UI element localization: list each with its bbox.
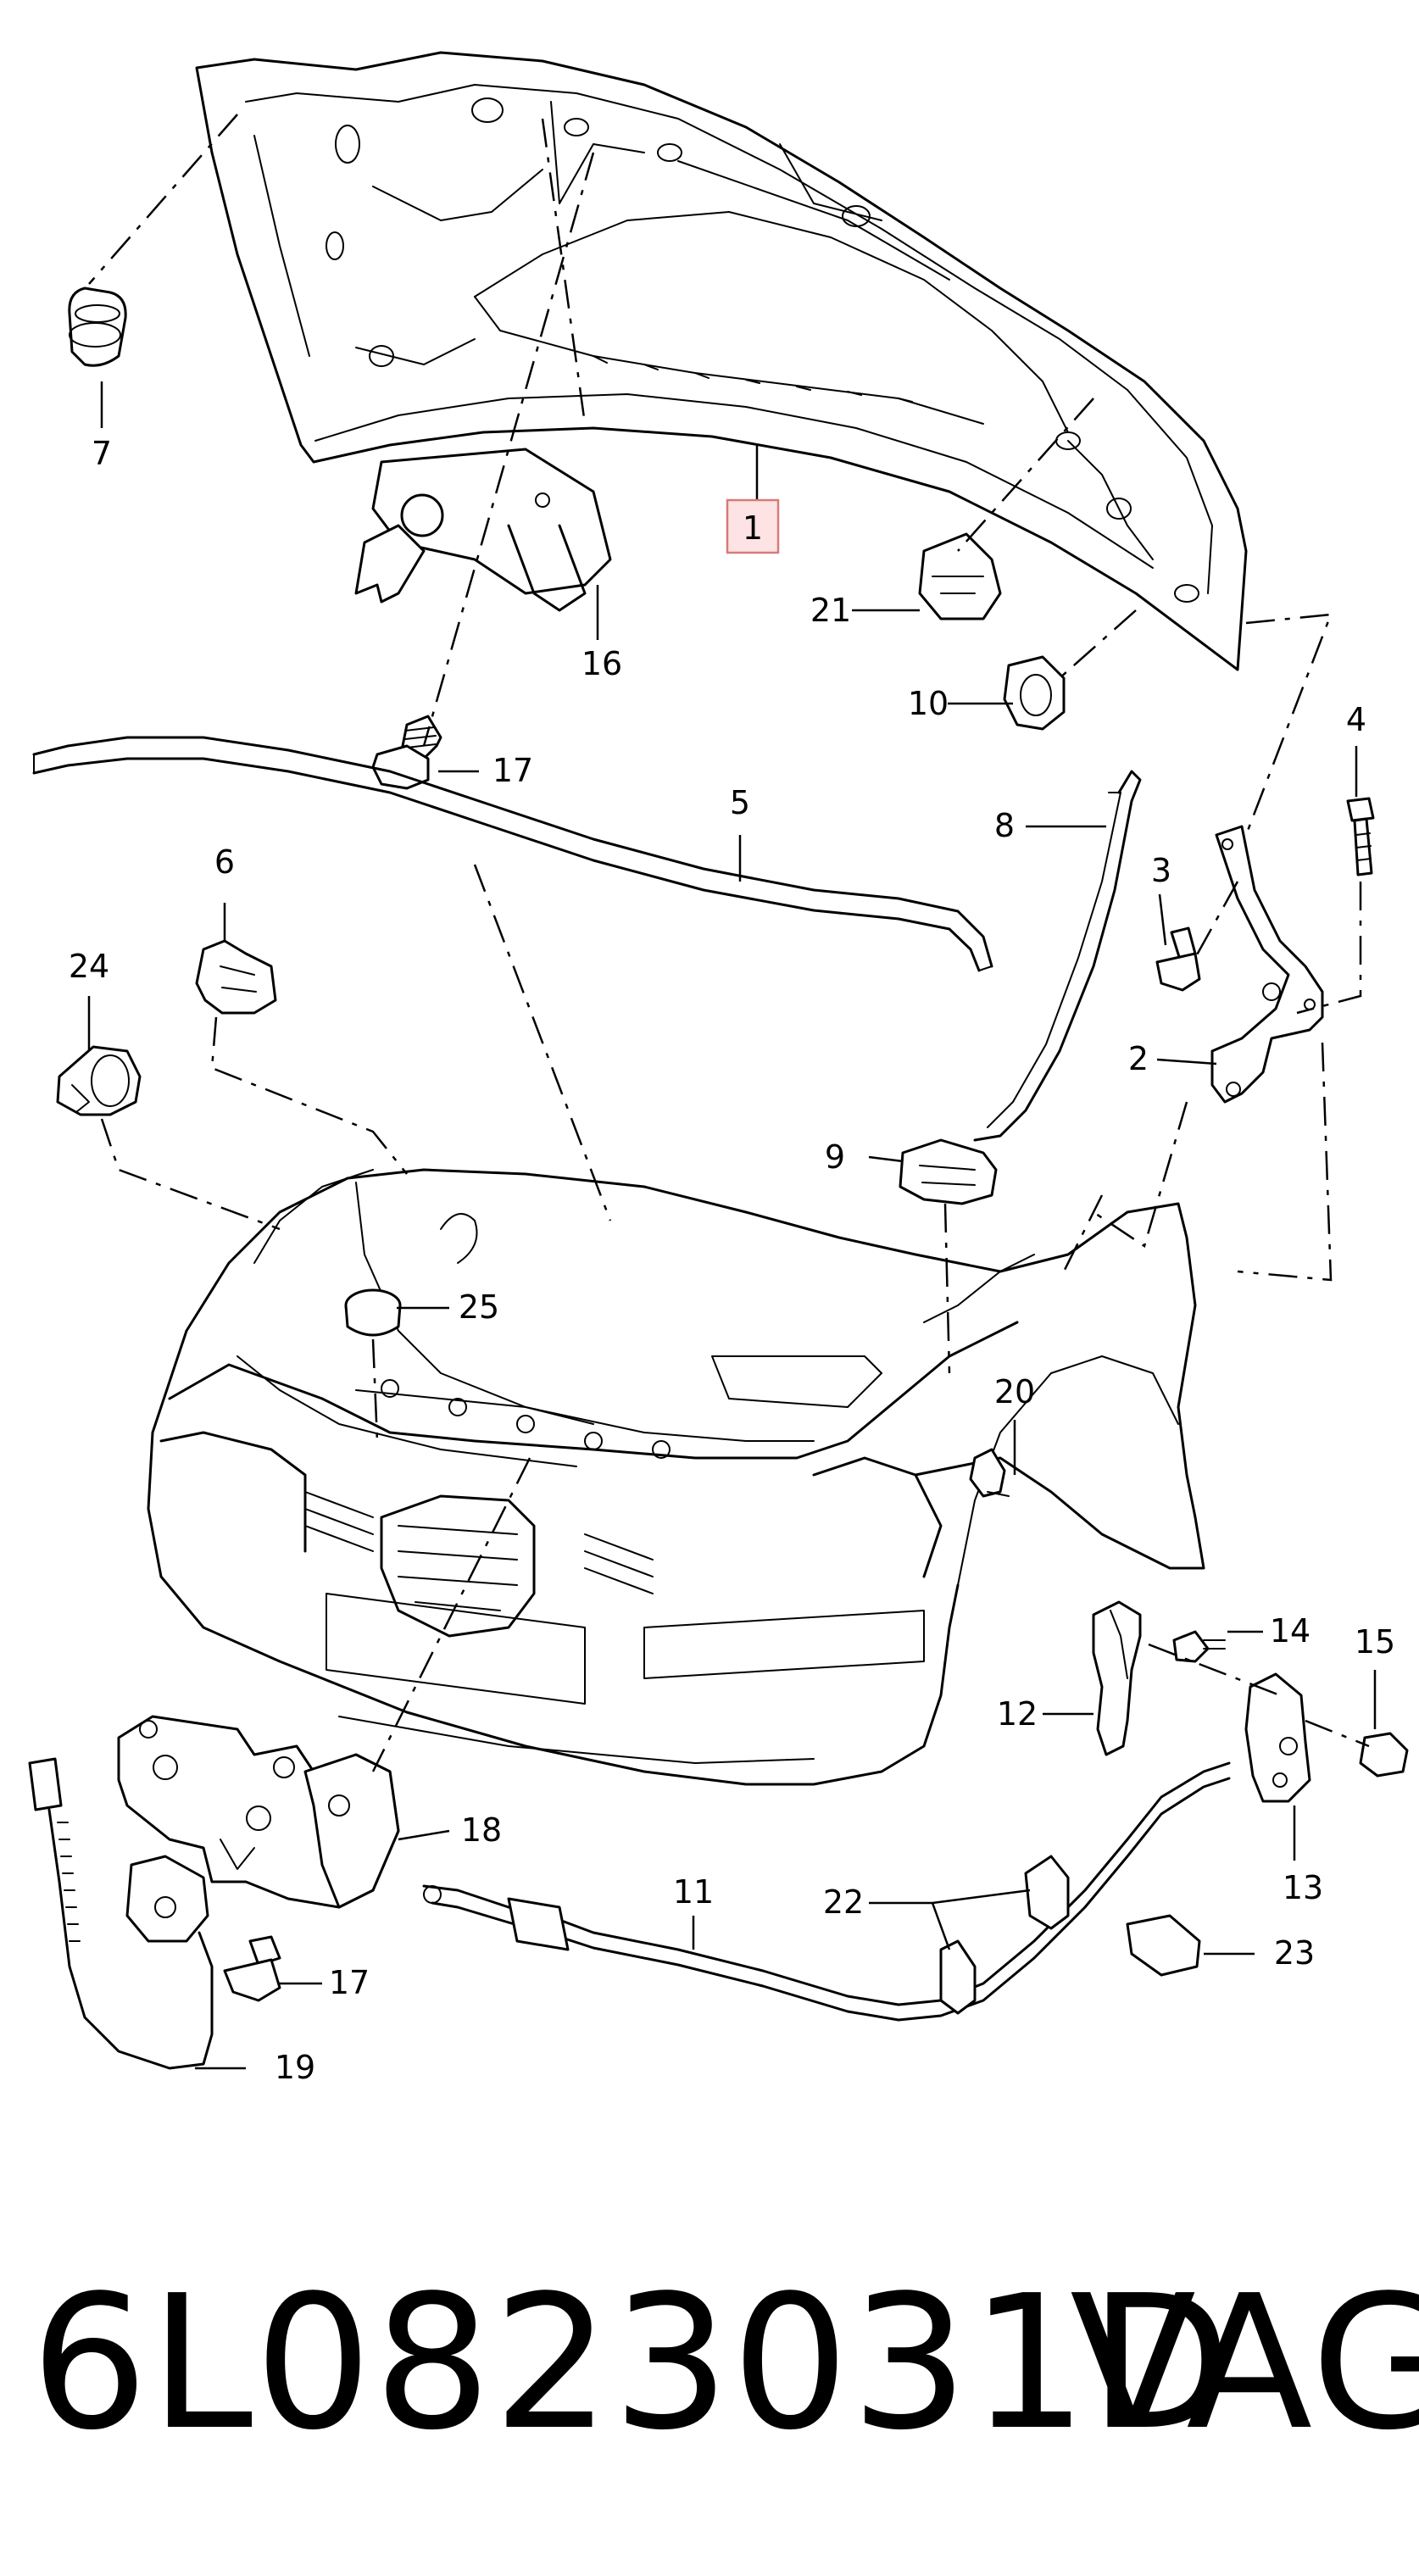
callout-23: 23 — [1274, 1934, 1315, 1972]
callout-7: 7 — [92, 435, 112, 472]
stay-holder-9 — [899, 1138, 998, 1205]
callout-11: 11 — [673, 1873, 714, 1911]
rubber-buffer-24 — [56, 1045, 142, 1116]
release-bracket-13 — [1244, 1672, 1311, 1803]
release-cable-11 — [422, 1761, 1231, 2022]
callout-16: 16 — [582, 645, 622, 682]
callout-6: 6 — [214, 843, 235, 881]
grommet-22 — [939, 1855, 1070, 2015]
callout-14: 14 — [1270, 1612, 1310, 1650]
callout-22: 22 — [823, 1883, 864, 1921]
callout-10: 10 — [908, 685, 949, 722]
callout-12: 12 — [997, 1695, 1038, 1733]
callout-13: 13 — [1283, 1869, 1323, 1906]
part-number: 6L0823031D — [31, 2256, 1233, 2471]
seal-strip — [32, 736, 993, 972]
callout-17-lower: 17 — [329, 1964, 370, 2001]
bolt-14 — [1172, 1630, 1226, 1663]
lock-mechanism-18 — [117, 1715, 400, 1909]
callout-25: 25 — [459, 1288, 499, 1326]
callout-18: 18 — [461, 1811, 502, 1849]
rubber-buffer — [68, 287, 127, 367]
bolt-3 — [1155, 926, 1201, 992]
callout-3: 3 — [1151, 852, 1171, 889]
switch-wiring-19 — [28, 1757, 214, 2070]
hinge-2 — [1210, 825, 1324, 1104]
highlight-box-part-1 — [726, 498, 780, 554]
bolt-4 — [1346, 797, 1375, 876]
callout-2: 2 — [1128, 1040, 1149, 1077]
grommet-10 — [1003, 655, 1066, 731]
leader-lines — [87, 381, 1377, 2070]
callout-9: 9 — [825, 1138, 845, 1176]
vehicle-front — [147, 1168, 1205, 1786]
bonnet-lock-hook — [354, 448, 612, 612]
bolt-17-lower — [223, 1935, 281, 2002]
bolt-17-upper — [371, 715, 442, 790]
callout-24: 24 — [69, 948, 109, 985]
clip-21 — [918, 532, 1002, 620]
callout-17-upper: 17 — [492, 752, 533, 789]
clip-20 — [969, 1448, 1010, 1498]
bonnet-stay-rod — [973, 770, 1142, 1142]
bonnet-panel — [195, 51, 1248, 671]
callout-21: 21 — [810, 592, 851, 629]
clip-15 — [1359, 1732, 1409, 1778]
callout-15: 15 — [1355, 1623, 1395, 1661]
callout-20: 20 — [994, 1373, 1035, 1410]
callout-1: 1 — [743, 509, 763, 547]
callout-19: 19 — [275, 2049, 315, 2086]
clip-23 — [1126, 1914, 1201, 1977]
callout-8: 8 — [994, 807, 1015, 844]
assembly-lines — [88, 114, 1370, 1772]
callout-labels: 1 2 3 4 5 6 7 8 9 10 11 12 13 14 15 16 1… — [69, 435, 1395, 2086]
callout-4: 4 — [1346, 701, 1366, 738]
cap-25 — [344, 1288, 402, 1337]
exploded-parts-diagram: 1 2 3 4 5 6 7 8 9 10 11 12 13 14 15 16 1… — [28, 51, 1409, 2086]
callout-5: 5 — [730, 784, 750, 821]
release-handle-12 — [1092, 1600, 1142, 1756]
brand-label: VAG — [1070, 2256, 1419, 2471]
bracket-6 — [195, 939, 277, 1015]
